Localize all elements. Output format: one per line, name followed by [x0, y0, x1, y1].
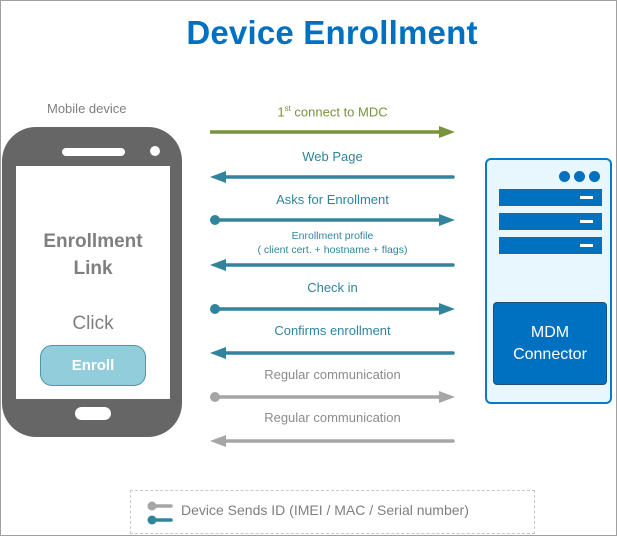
arrow-right-dot-icon [210, 391, 455, 403]
arrow-left-icon [210, 259, 455, 271]
arrow-right-dot-icon [210, 214, 455, 226]
arrow-left-icon [210, 171, 455, 183]
server-icon: MDM Connector [485, 158, 612, 404]
legend: Device Sends ID (IMEI / MAC / Serial num… [130, 490, 535, 534]
message-confirms-enrollment: Confirms enrollment [210, 323, 455, 359]
message-enrollment-profile: Enrollment profile ( client cert. + host… [210, 229, 455, 273]
arrow-right-icon [210, 126, 455, 138]
message-label: 1st connect to MDC [277, 104, 388, 120]
message-asks-enrollment: Asks for Enrollment [210, 192, 455, 228]
arrow-left-icon [210, 347, 455, 359]
phone-speaker [62, 148, 125, 156]
message-label: Asks for Enrollment [276, 192, 389, 207]
id-connector-icon [147, 501, 173, 525]
phone-home-button [75, 407, 111, 420]
message-regular-communication-out: Regular communication [210, 367, 455, 403]
arrow-right-dot-icon [210, 303, 455, 315]
message-check-in: Check in [210, 280, 455, 316]
enrollment-link-line2: Link [73, 258, 113, 279]
mobile-phone-icon: Enrollment Link Click Enroll [2, 127, 182, 437]
message-regular-communication-in: Regular communication [210, 410, 455, 447]
server-rack-unit [499, 237, 602, 254]
message-web-page: Web Page [210, 149, 455, 185]
message-label: Confirms enrollment [274, 323, 391, 338]
message-label: Regular communication [264, 410, 401, 425]
connector-label: Connector [513, 345, 587, 363]
message-label: Regular communication [264, 367, 401, 382]
mdm-label: MDM [530, 323, 570, 341]
arrow-left-icon [210, 435, 455, 447]
mdm-connector-box: MDM Connector [493, 302, 607, 385]
diagram-title: Device Enrollment [186, 14, 478, 51]
phone-screen: Enrollment Link Click Enroll [16, 166, 170, 399]
enroll-button[interactable]: Enroll [40, 345, 146, 386]
server-status-dots [559, 171, 600, 182]
server-rack-unit [499, 189, 602, 206]
phone-camera [150, 146, 160, 156]
enrollment-link-text: Enrollment Link [16, 228, 170, 282]
click-label: Click [72, 313, 114, 334]
server-rack-unit [499, 213, 602, 230]
legend-text: Device Sends ID (IMEI / MAC / Serial num… [181, 502, 469, 518]
mobile-device-label: Mobile device [47, 101, 127, 116]
message-label: Enrollment profile ( client cert. + host… [257, 230, 408, 256]
message-first-connect: 1st connect to MDC [210, 104, 455, 140]
enrollment-link-line1: Enrollment [43, 231, 143, 252]
message-label: Check in [307, 280, 358, 295]
message-label: Web Page [302, 149, 363, 164]
